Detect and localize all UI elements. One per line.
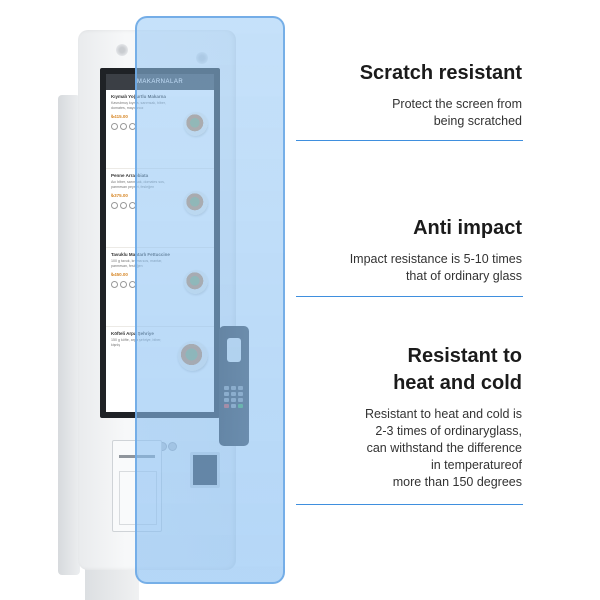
feature-description: Protect the screen from being scratched xyxy=(392,97,522,128)
menu-item-name: Köfteli Arpa Şehriye xyxy=(111,331,154,336)
menu-item-price: ₺375.00 xyxy=(111,193,128,198)
menu-item-price: ₺450.00 xyxy=(111,272,128,277)
feature-description: Impact resistance is 5-10 times that of … xyxy=(349,252,522,283)
kiosk-side-panel xyxy=(58,95,80,575)
speaker-icon xyxy=(116,44,128,56)
feature-anti-impact: Anti impact Impact resistance is 5-10 ti… xyxy=(350,215,522,285)
feature-description: Resistant to heat and cold is 2-3 times … xyxy=(364,407,522,489)
feature-title: Anti impact xyxy=(413,217,522,239)
divider-line xyxy=(296,296,523,297)
feature-title: Resistant to heat and cold xyxy=(393,345,522,394)
divider-line xyxy=(296,504,523,505)
kiosk-stand xyxy=(85,566,139,600)
feature-scratch-resistant: Scratch resistant Protect the screen fro… xyxy=(360,60,522,130)
divider-line xyxy=(296,140,523,141)
feature-title: Scratch resistant xyxy=(359,62,522,84)
menu-item-price: ₺415.00 xyxy=(111,114,128,119)
menu-item-name: Penne Arrabbiata xyxy=(111,173,149,178)
feature-heat-cold: Resistant to heat and cold Resistant to … xyxy=(365,343,522,491)
tempered-glass-panel xyxy=(135,16,285,584)
